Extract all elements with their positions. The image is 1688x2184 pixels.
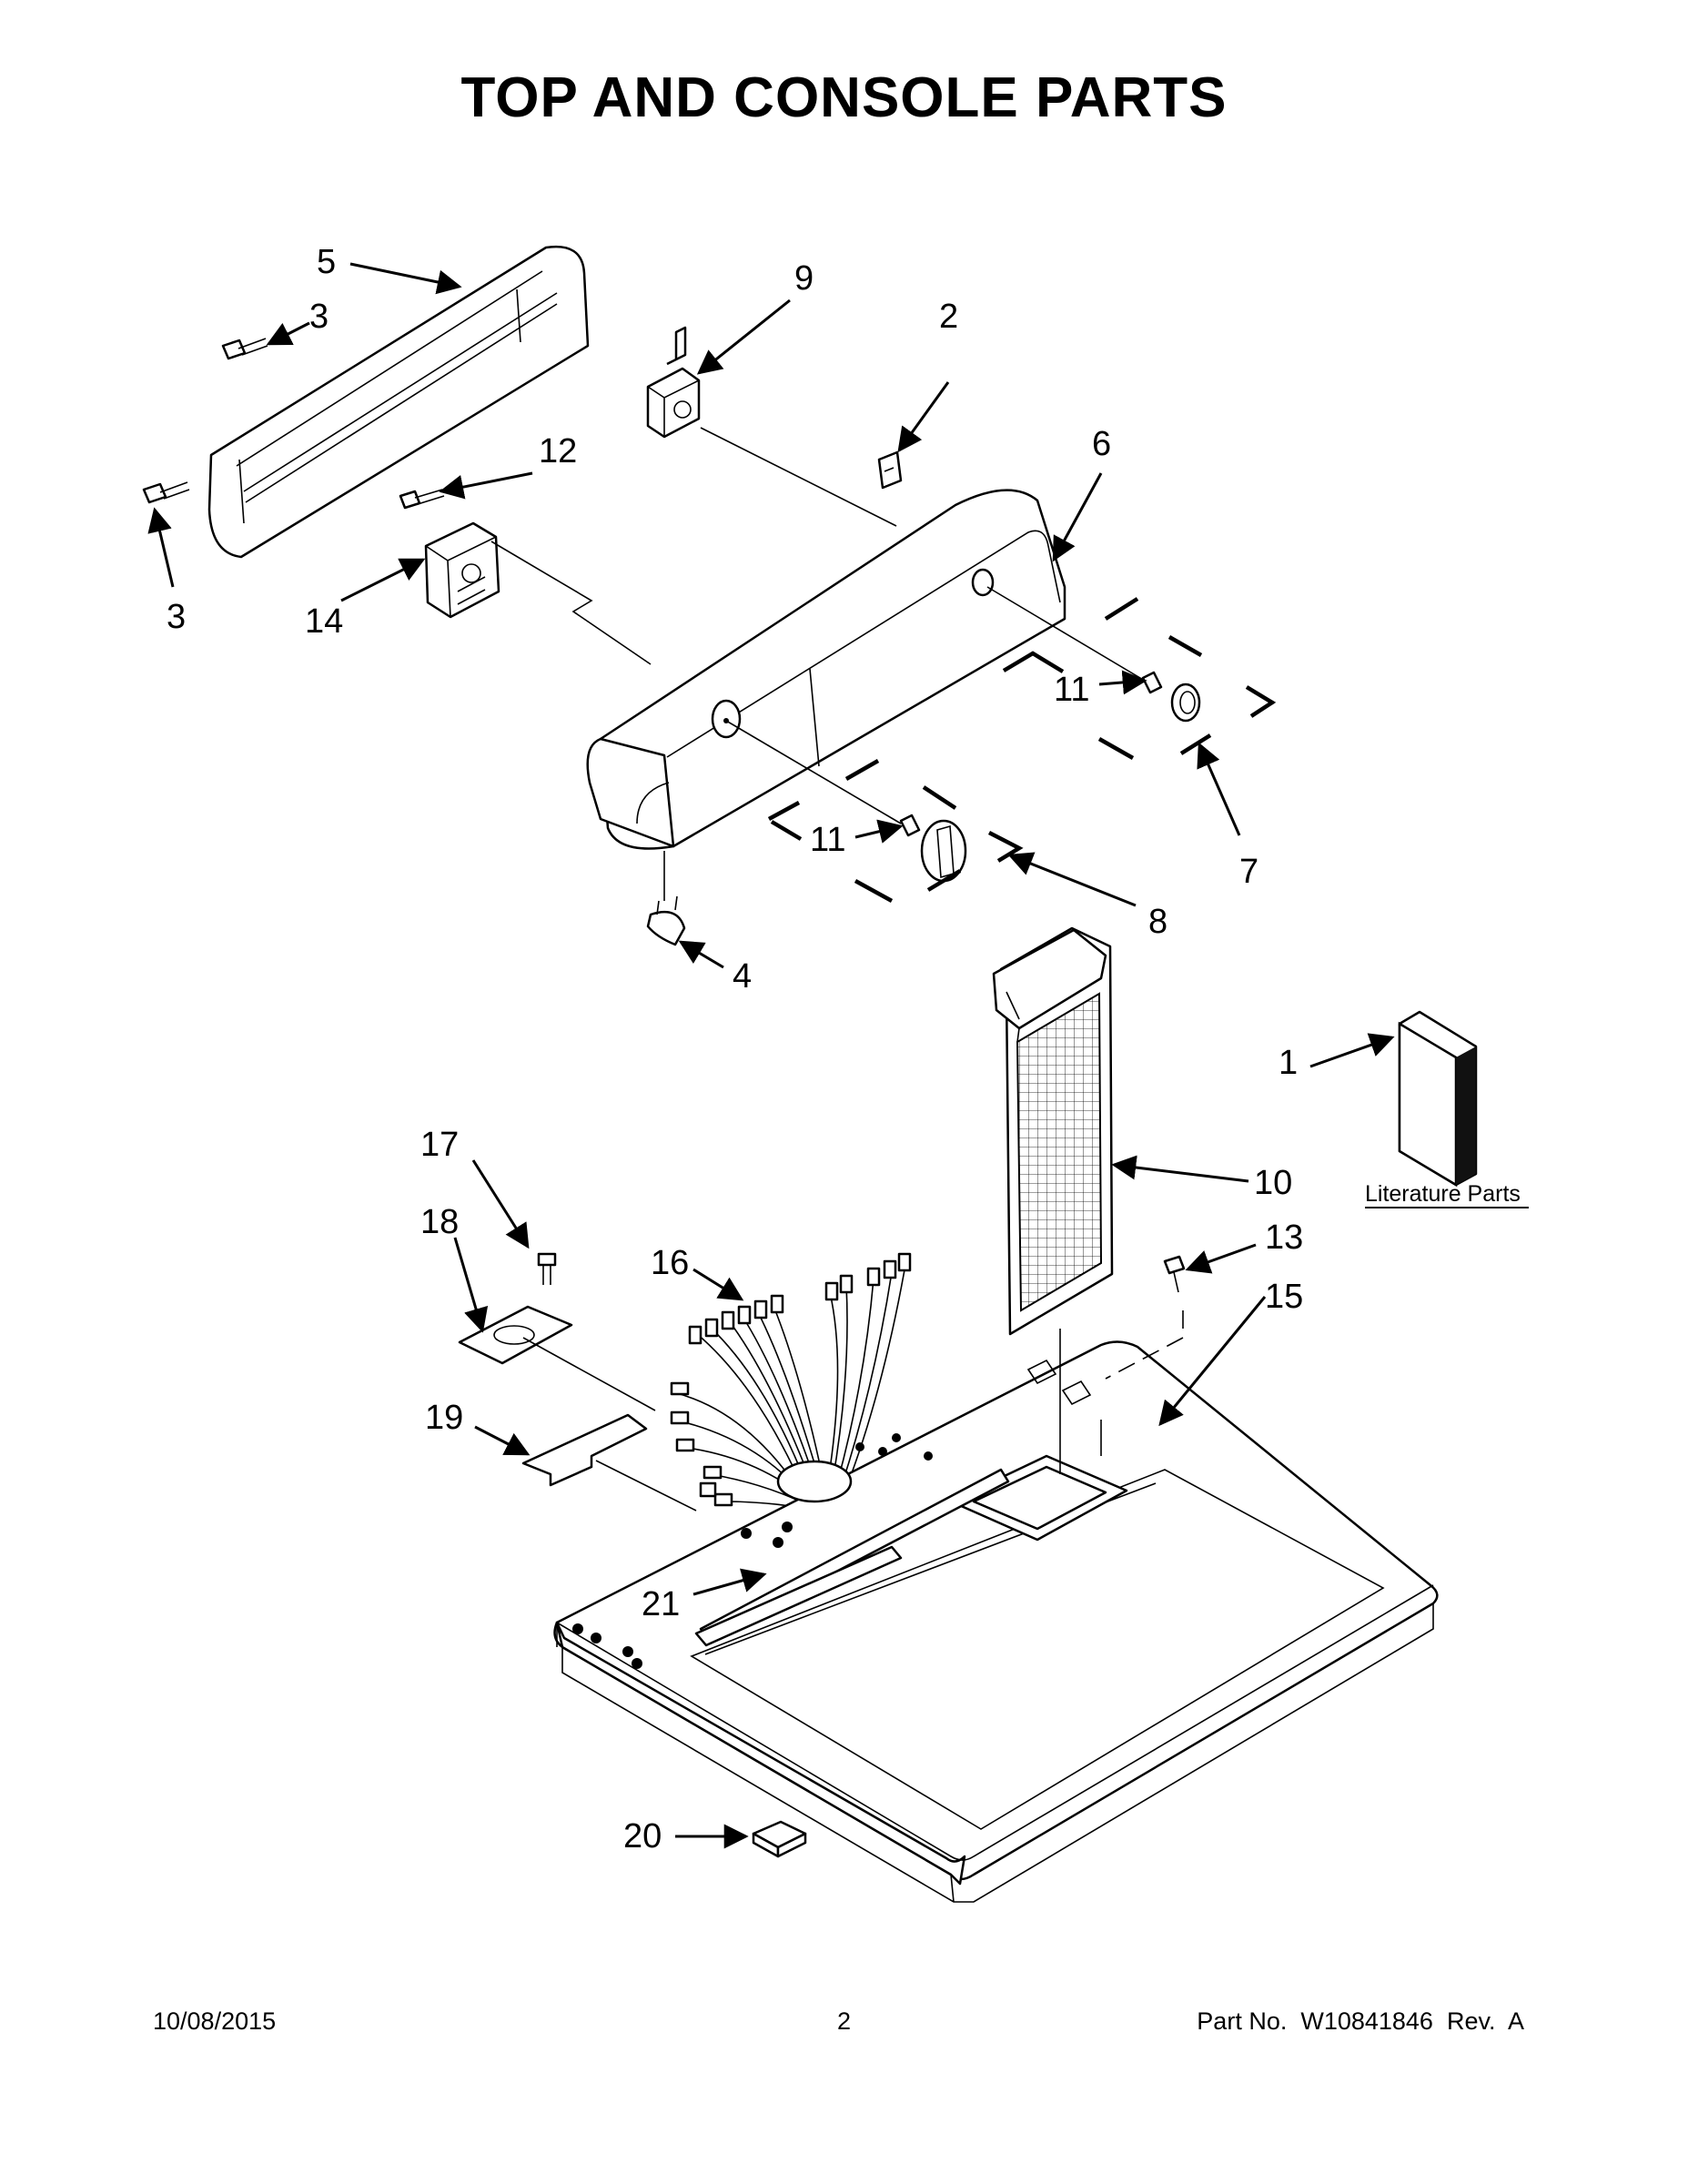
callout-20: 20 bbox=[623, 1817, 662, 1855]
strip-part-21 bbox=[694, 1545, 903, 1647]
callout-21: 21 bbox=[642, 1585, 680, 1623]
callout-18: 18 bbox=[420, 1203, 459, 1241]
bracket-part-18 bbox=[458, 1305, 573, 1365]
spring-part-11-left bbox=[899, 814, 921, 837]
callout-19: 19 bbox=[425, 1399, 463, 1437]
literature-parts-label: Literature Parts bbox=[1365, 1181, 1521, 1207]
assembly-lines bbox=[490, 427, 1184, 1512]
callout-15: 15 bbox=[1265, 1278, 1303, 1316]
callout-6: 6 bbox=[1092, 425, 1111, 463]
leader-lines bbox=[147, 262, 1395, 1849]
timer-part bbox=[424, 521, 500, 619]
screw-part-13 bbox=[1163, 1255, 1186, 1293]
literature-book-part bbox=[1398, 1010, 1478, 1188]
callout-12: 12 bbox=[539, 432, 577, 470]
callout-labels: 5 3 3 12 14 9 2 6 11 11 7 8 4 1 10 13 15… bbox=[167, 243, 1529, 1855]
callout-11-left: 11 bbox=[810, 821, 845, 859]
callout-8: 8 bbox=[1148, 903, 1167, 941]
spring-part-11-right bbox=[1141, 671, 1163, 694]
shield-part-19 bbox=[521, 1413, 648, 1487]
knob-7-bracket bbox=[1002, 597, 1277, 760]
screw-part-17 bbox=[537, 1252, 557, 1285]
page-title: TOP AND CONSOLE PARTS bbox=[460, 66, 1228, 129]
footer-page-number: 2 bbox=[836, 2007, 852, 2035]
callout-5: 5 bbox=[317, 243, 336, 281]
top-panel-part bbox=[553, 1340, 1439, 1903]
console-part bbox=[586, 489, 1066, 850]
harness-clip-part bbox=[646, 895, 686, 946]
callout-2: 2 bbox=[939, 298, 958, 336]
callout-13: 13 bbox=[1265, 1218, 1303, 1257]
wire-harness-part bbox=[670, 1252, 912, 1512]
clip-part bbox=[877, 450, 903, 490]
knob-part-7 bbox=[1170, 682, 1201, 723]
footer-part-number: Part No. W10841846 Rev. A bbox=[1197, 2007, 1524, 2035]
callout-17: 17 bbox=[420, 1126, 459, 1164]
callout-14: 14 bbox=[305, 602, 343, 641]
rear-panel-part bbox=[207, 245, 590, 559]
footer-date: 10/08/2015 bbox=[153, 2007, 277, 2035]
switch-part bbox=[646, 326, 701, 439]
pad-part-20 bbox=[752, 1820, 807, 1858]
callout-11-right: 11 bbox=[1054, 671, 1089, 709]
screw-part-12 bbox=[399, 489, 445, 510]
callout-4: 4 bbox=[733, 957, 752, 996]
callout-3-lower: 3 bbox=[167, 598, 186, 636]
callout-9: 9 bbox=[794, 259, 814, 298]
screw-part-3-lower bbox=[142, 481, 190, 504]
callout-7: 7 bbox=[1239, 853, 1258, 891]
callout-3-upper: 3 bbox=[309, 298, 329, 336]
screw-part-3-upper bbox=[221, 338, 268, 360]
callout-10: 10 bbox=[1254, 1164, 1292, 1202]
callout-16: 16 bbox=[651, 1244, 689, 1282]
callout-1: 1 bbox=[1279, 1044, 1298, 1082]
knob-8-bracket bbox=[767, 759, 1024, 903]
lint-screen-part bbox=[992, 926, 1114, 1336]
